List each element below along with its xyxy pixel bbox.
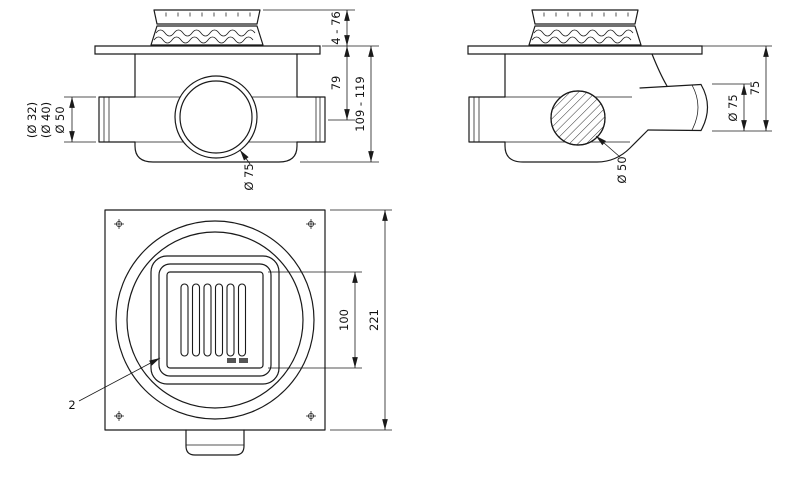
drain-body — [134, 53, 298, 163]
outlet-circle-inner — [179, 80, 253, 154]
plan-view — [104, 209, 326, 456]
leader-line-port — [595, 135, 621, 158]
inlet-pipe-rings — [103, 97, 110, 142]
body-circle-outer — [115, 220, 315, 420]
corner-mark — [306, 219, 316, 229]
adjust-wave-line — [153, 36, 254, 44]
grate-adjust-section — [150, 25, 264, 46]
inlet-diameter-label-50: Ø 50 — [53, 106, 67, 133]
leader-line-outlet — [239, 149, 251, 165]
inlet-diameter-label-32: (Ø 32) — [25, 102, 39, 138]
dim-total-height-label: 109 - 119 — [353, 76, 367, 131]
outlet-pipe-ring — [691, 84, 699, 131]
adjust-wave-line — [531, 36, 632, 44]
grate-adjust-section — [528, 25, 642, 46]
grate-width-label: 100 — [337, 309, 351, 331]
grate-slots — [180, 283, 247, 357]
port-diameter-label: Ø 50 — [615, 156, 629, 183]
adjust-wave-line — [533, 29, 634, 37]
overall-width-label: 221 — [367, 309, 381, 331]
inlet-pipe-left — [468, 96, 506, 143]
grate-cap — [153, 9, 261, 25]
grate-cap — [531, 9, 639, 25]
outlet-circle-outer — [174, 75, 258, 159]
grate-cap-slots — [165, 12, 251, 17]
flange-square — [104, 209, 326, 431]
corner-mark — [306, 411, 316, 421]
corner-mark — [114, 411, 124, 421]
front-view-dimensions: 4 - 76 79 109 - 119 (Ø 32) (Ø 40) Ø 50 Ø… — [25, 9, 379, 191]
dim-grate-height-label: 4 - 76 — [329, 11, 343, 44]
callout-number-label: 2 — [68, 398, 75, 412]
outlet-diameter-label: Ø 75 — [242, 163, 256, 190]
brand-mark — [227, 358, 248, 363]
outlet-pipe-cap — [700, 83, 709, 132]
front-view — [94, 9, 326, 163]
adjust-wave-line — [155, 29, 256, 37]
drain-body — [504, 53, 649, 163]
body-circle-inner — [126, 231, 304, 409]
side-view — [467, 9, 709, 163]
inlet-pipe-left — [98, 96, 136, 143]
flange-plate — [467, 45, 703, 55]
grate-frame-outer — [150, 255, 280, 385]
side-port-hatched — [550, 90, 606, 146]
dim-upper-height-label: 79 — [329, 76, 343, 91]
outlet-pipe — [639, 83, 702, 132]
flange-plate — [94, 45, 321, 55]
inlet-diameter-label-40: (Ø 40) — [39, 102, 53, 138]
outlet-diameter-dim-label: Ø 75 — [726, 94, 740, 121]
callout-leader-line — [78, 357, 161, 402]
pipe-stub-right — [296, 96, 326, 143]
grate-cap-slots — [543, 12, 629, 17]
pipe-stub-rings — [315, 97, 321, 142]
corner-mark — [114, 219, 124, 229]
side-view-dimensions: Ø 75 75 Ø 50 — [595, 45, 772, 184]
body-neck — [651, 53, 668, 87]
grate-plate — [166, 271, 264, 369]
height-dim-label: 75 — [748, 81, 762, 96]
inlet-pipe-rings — [473, 97, 480, 142]
bottom-outlet-stub — [185, 429, 245, 456]
grate-frame-inner — [158, 263, 272, 377]
plan-view-dimensions: 100 221 2 — [68, 209, 392, 431]
